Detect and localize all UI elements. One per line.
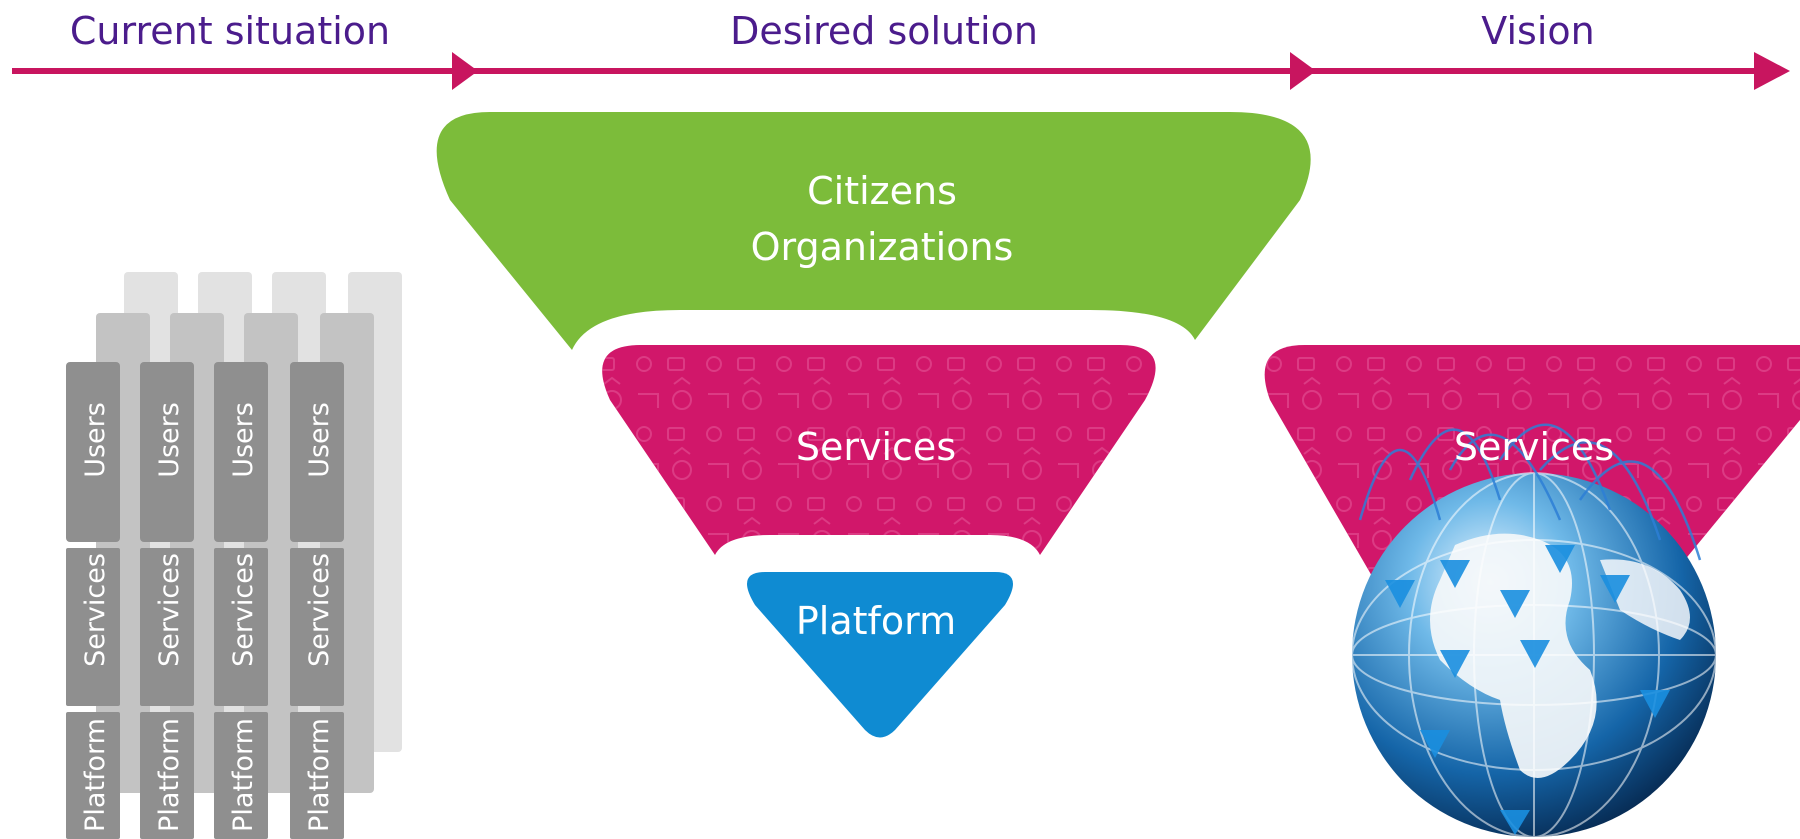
stage-label-current: Current situation [70,9,390,53]
platform-layer-shape [747,572,1013,738]
users-layer-line1: Citizens [807,169,957,213]
timeline-arrow-3 [1754,52,1790,90]
services-pattern [602,345,1156,555]
silo-column-2: Users Services Platform [140,362,194,839]
desired-solution-funnel: Citizens Organizations Services Platform [436,112,1311,738]
services-layer-label: Services [796,425,956,469]
silo-4-services-label: Services [304,553,335,667]
silo-4-users-label: Users [304,402,335,478]
platform-layer-label: Platform [796,599,956,643]
timeline-arrow-1 [452,52,478,90]
silo-1-platform-label: Platform [80,718,111,832]
silo-3-platform-label: Platform [228,718,259,832]
vision-section: Services [1264,345,1800,838]
silo-3-users-label: Users [228,402,259,478]
silo-1-users-label: Users [80,402,111,478]
globe-icon [1351,423,1717,838]
timeline: Current situation Desired solution Visio… [12,9,1790,90]
users-layer-shape [436,112,1311,350]
stage-label-vision: Vision [1481,9,1594,53]
current-situation-silos: Users Services Platform Users Services P… [66,272,402,839]
silo-2-users-label: Users [154,402,185,478]
stage-label-desired: Desired solution [730,9,1038,53]
users-layer-line2: Organizations [751,225,1014,269]
silo-2-services-label: Services [154,553,185,667]
silo-3-services-label: Services [228,553,259,667]
silo-2-platform-label: Platform [154,718,185,832]
vision-services-label: Services [1454,425,1614,469]
silo-column-4: Users Services Platform [290,362,344,839]
silo-1-services-label: Services [80,553,111,667]
silo-column-3: Users Services Platform [214,362,268,839]
silo-4-platform-label: Platform [304,718,335,832]
timeline-arrow-2 [1290,52,1316,90]
silo-column-1: Users Services Platform [66,362,120,839]
